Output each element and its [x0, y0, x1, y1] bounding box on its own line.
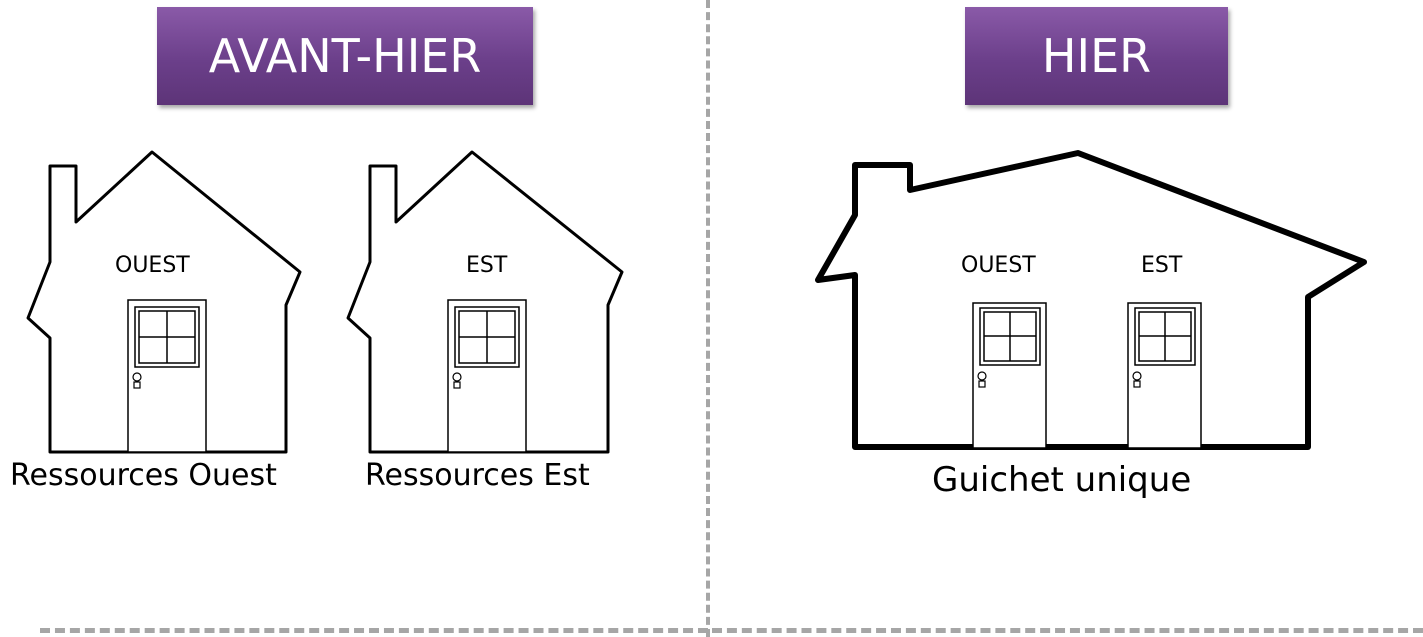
door-guichet-west-icon — [972, 302, 1047, 449]
banner-hier: HIER — [965, 7, 1228, 105]
door-label-ouest: OUEST — [115, 253, 190, 278]
banner-avant-hier: AVANT-HIER — [157, 7, 533, 105]
door-label-est: EST — [466, 253, 508, 278]
banner-hier-label: HIER — [1041, 29, 1152, 83]
vertical-divider — [706, 0, 710, 637]
caption-ressources-est: Ressources Est — [365, 458, 590, 493]
bottom-divider-right — [712, 628, 1423, 633]
door-label-guichet-ouest: OUEST — [961, 253, 1036, 278]
caption-guichet-unique: Guichet unique — [932, 460, 1192, 500]
door-guichet-east-icon — [1127, 302, 1202, 449]
caption-ressources-ouest: Ressources Ouest — [10, 458, 277, 493]
banner-avant-hier-label: AVANT-HIER — [208, 29, 482, 83]
bottom-divider-left — [40, 628, 708, 633]
door-west-icon — [127, 299, 207, 453]
door-label-guichet-est: EST — [1141, 253, 1183, 278]
door-east-icon — [447, 299, 527, 453]
